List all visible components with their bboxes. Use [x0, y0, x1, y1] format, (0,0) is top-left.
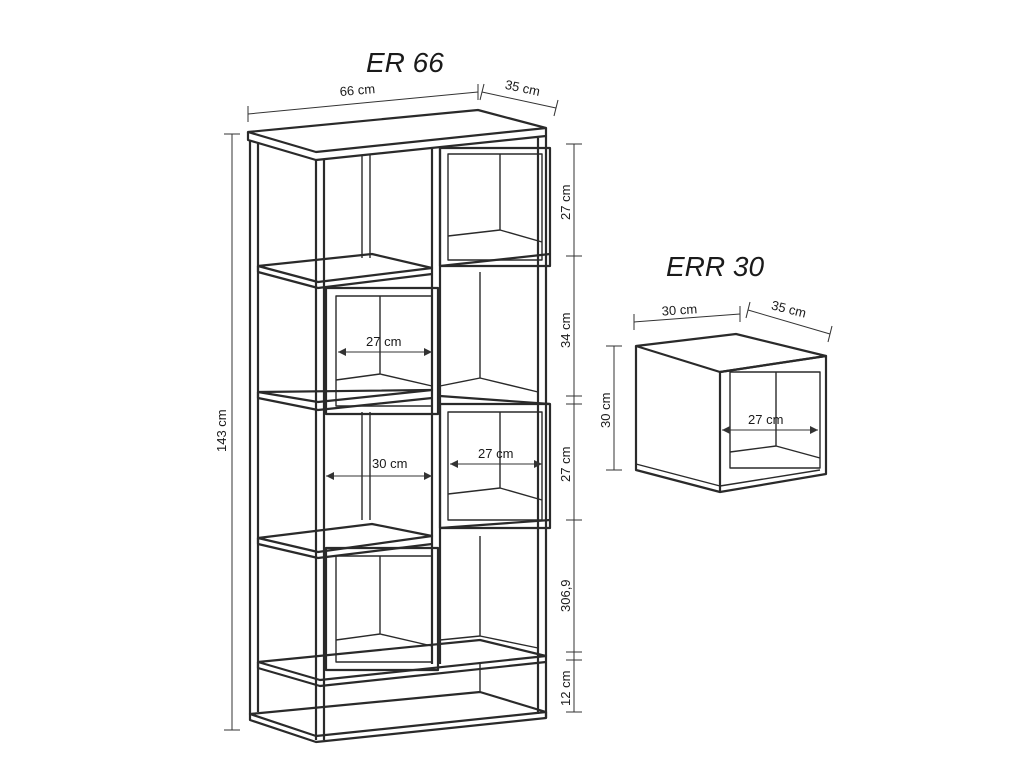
err30-depth-label: 35 cm [770, 298, 808, 321]
er66-dim-third-row: 27 cm [558, 447, 573, 482]
er66-top-board [246, 108, 548, 154]
err30-inner-floor [729, 445, 821, 459]
er66-depth-label: 35 cm [504, 77, 542, 99]
er66-shelf-1 [256, 252, 434, 284]
err30-width-dimension: 30 cm [633, 301, 741, 330]
er66-shelf-4 [256, 638, 548, 682]
err30-cube-drawing [634, 332, 828, 494]
er66-right-dimensions: 27 cm 34 cm 27 cm 306,9 12 cm [558, 143, 582, 713]
er66-width-label: 66 cm [339, 81, 376, 99]
er66-cube-top-right [438, 146, 552, 268]
err30-inner-label: 27 cm [748, 412, 783, 427]
er66-inner-dim-mid-left: 27 cm [366, 334, 401, 349]
er66-bottom-frame-edge [248, 712, 548, 744]
err30-inner-dimension: 27 cm [722, 412, 818, 434]
err30-height-dimension: 30 cm [598, 345, 622, 471]
err30-depth-dimension: 35 cm [745, 298, 833, 343]
er66-shelf-2-edge [256, 392, 433, 412]
err30-side-face [719, 354, 828, 494]
er66-back-mid-right [439, 272, 551, 406]
er66-shelf-2 [256, 388, 434, 404]
err30-opening [729, 371, 821, 469]
er66-inner-dim-lower-left: 30 cm [372, 456, 407, 471]
er66-title: ER 66 [366, 47, 444, 78]
er66-shelf-3 [256, 522, 434, 554]
er66-dim-fourth-row: 306,9 [558, 579, 573, 612]
er66-height-label: 143 cm [214, 409, 229, 452]
er66-shelf-4-edge [256, 660, 547, 688]
er66-dim-base: 12 cm [558, 671, 573, 706]
er66-height-dimension: 143 cm [214, 133, 240, 731]
er66-dim-second-row: 34 cm [558, 313, 573, 348]
er66-depth-dimension: 35 cm [479, 77, 559, 117]
er66-shelf-3-edge [256, 538, 433, 560]
err30-bottom-edge [635, 463, 821, 487]
err30-width-label: 30 cm [661, 301, 697, 318]
er66-cube-mid-left [324, 286, 440, 416]
err30-title: ERR 30 [666, 251, 764, 282]
er66-inner-dim-right-lower: 27 cm [478, 446, 513, 461]
er66-inner-dimensions: 27 cm 30 cm 27 cm [326, 334, 542, 480]
er66-shelf-drawing [246, 108, 552, 744]
er66-back-bottom-right [439, 536, 539, 649]
er66-shelf-1-edge [256, 266, 433, 290]
err30-top-face [634, 332, 828, 374]
er66-width-dimension: 66 cm [247, 81, 479, 122]
er66-bottom-frame [248, 690, 548, 738]
err30-height-label: 30 cm [598, 393, 613, 428]
er66-dim-top-cube: 27 cm [558, 185, 573, 220]
er66-cube-bottom-left [324, 546, 440, 672]
err30-front-face [634, 346, 722, 494]
er66-cube-right-lower [438, 402, 552, 530]
